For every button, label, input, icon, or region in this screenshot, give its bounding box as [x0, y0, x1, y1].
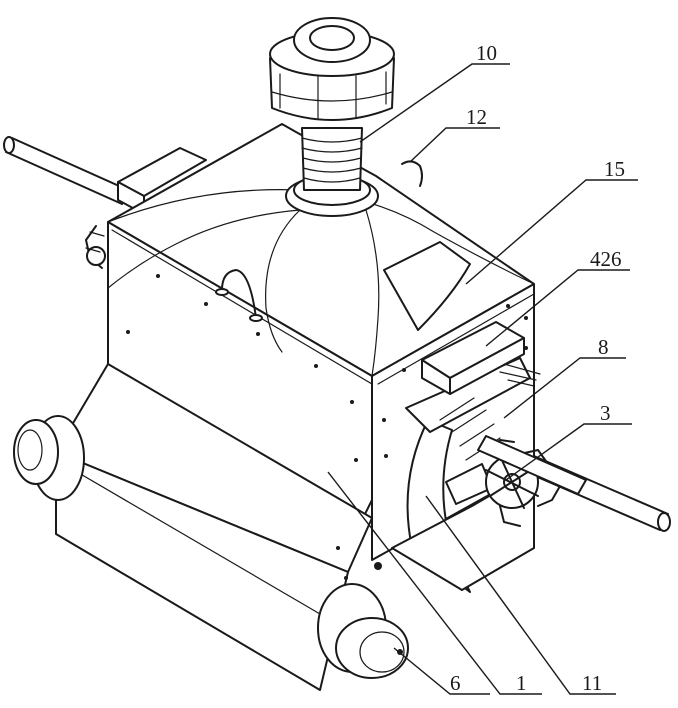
label-426: 426: [590, 247, 622, 271]
label-1: 1: [516, 671, 527, 695]
label-6: 6: [450, 671, 461, 695]
label-11: 11: [582, 671, 602, 695]
label-10: 10: [476, 41, 497, 65]
label-12: 12: [466, 105, 487, 129]
label-8: 8: [598, 335, 609, 359]
left-wheel: [14, 416, 84, 500]
left-bracket: [86, 226, 105, 268]
label-3: 3: [600, 401, 611, 425]
label-15: 15: [604, 157, 625, 181]
front-wheel: [318, 584, 408, 678]
